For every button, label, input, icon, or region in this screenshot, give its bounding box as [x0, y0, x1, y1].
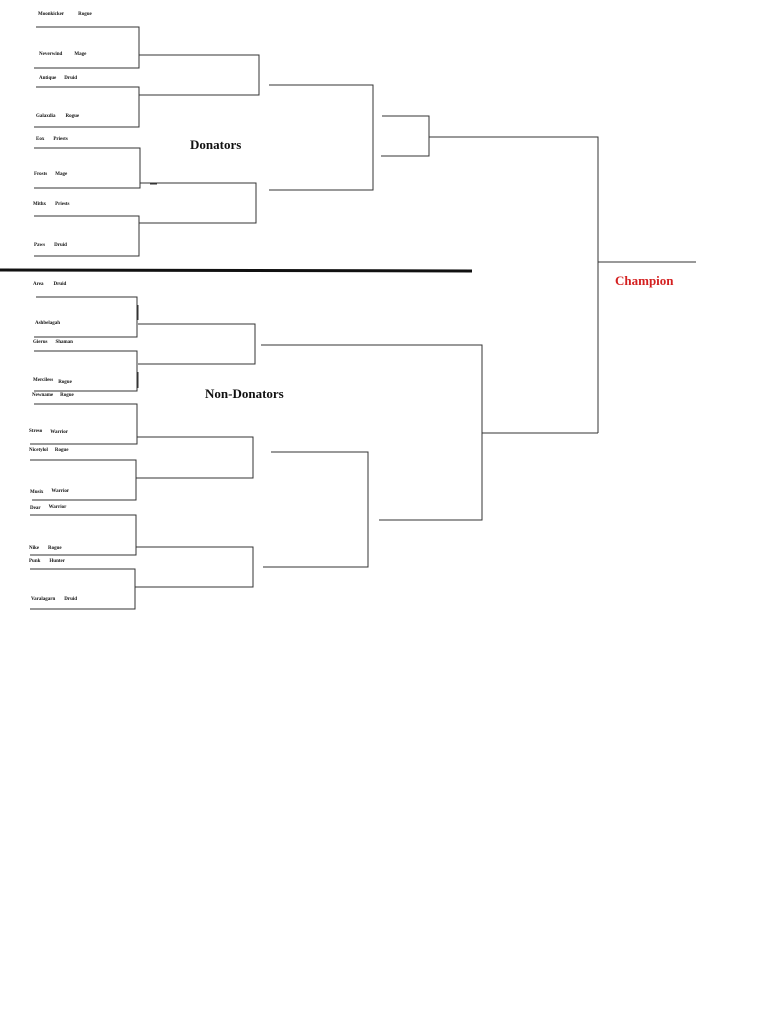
non-donators-heading: Non-Donators: [205, 386, 284, 401]
participant-label: Varalagarn Druid: [31, 597, 77, 603]
participant-class: Rogue: [48, 546, 62, 551]
participant-class: Rogue: [60, 393, 74, 398]
bracket-connector: [139, 54, 260, 96]
participant-label: Frosts Mage: [34, 172, 67, 178]
participant-name: Punk: [29, 559, 41, 564]
bracket-connector: [30, 459, 137, 501]
participant-name: Nicetylol: [29, 448, 48, 453]
participant-name: Musix: [30, 490, 44, 495]
bracket-connector: [136, 436, 254, 479]
participant-label: Ashbelagah: [35, 321, 66, 327]
participant-name: Moonkicker: [38, 12, 65, 17]
bracket-connector: [139, 182, 257, 224]
participant-label: Neverwind Mage: [39, 52, 86, 58]
participant-class: Mage: [74, 52, 87, 57]
participant-label: Newname Rogue: [32, 393, 74, 399]
participant-name: Antique: [39, 76, 57, 81]
bracket-connector: [30, 568, 136, 610]
bracket-connector: [34, 147, 141, 189]
participant-label: Streso Warrior: [29, 429, 68, 435]
bracket-connector: [135, 546, 254, 588]
participant-class: Warrior: [48, 505, 67, 510]
participant-name: Gierus: [33, 340, 48, 345]
participant-name: Varalagarn: [31, 597, 56, 602]
participant-name: Merciless: [33, 378, 54, 383]
bracket-connector: [429, 136, 599, 433]
champion-heading: Champion: [615, 273, 674, 288]
participant-label: Gierus Shaman: [33, 340, 73, 346]
participant-class: Hunter: [49, 559, 65, 564]
bracket-connector: [30, 403, 138, 445]
bracket-connector: [138, 323, 256, 365]
participant-label: Area Druid: [33, 282, 66, 288]
participant-class: Mage: [55, 172, 68, 177]
participant-label: Galaxdia Rogue: [36, 114, 79, 120]
participant-name: Frosts: [34, 172, 48, 177]
participant-class: Warrior: [50, 430, 69, 435]
participant-name: Nike: [29, 546, 39, 551]
donators-heading: Donators: [190, 137, 242, 152]
participant-label: Nike Rogue: [29, 546, 62, 552]
bracket-connector: [34, 26, 140, 69]
bracket-connector: [34, 215, 140, 257]
participant-class: Shaman: [55, 340, 73, 345]
participant-name: Newname: [32, 393, 54, 398]
participant-name: Mithx: [33, 202, 47, 207]
participant-label: Nicetylol Rogue: [29, 448, 69, 454]
bracket-connector: [30, 514, 137, 556]
bracket-connector: [34, 350, 138, 392]
participant-label: Antique Druid: [39, 76, 77, 82]
bracket-connector: [263, 451, 369, 568]
bracket-connector: [34, 86, 140, 128]
bracket-connector: [261, 344, 483, 521]
participant-class: Rogue: [54, 448, 69, 453]
participant-class: Druid: [53, 282, 67, 287]
participant-label: Moonkicker Rogue: [38, 12, 92, 18]
bracket-connector: [269, 84, 374, 191]
participant-name: Area: [33, 282, 44, 287]
section-divider: [0, 268, 473, 273]
participant-label: Dear Warrior: [30, 505, 67, 512]
bracket-connector: [381, 115, 430, 157]
participant-label: Eox Priests: [36, 137, 68, 143]
participant-name: Ashbelagah: [35, 321, 61, 326]
participant-class: Priests: [55, 202, 70, 207]
participant-class: Priests: [53, 137, 68, 142]
participant-class: Warrior: [51, 489, 70, 494]
participant-class: Rogue: [58, 380, 72, 385]
participant-name: Galaxdia: [36, 114, 56, 119]
participant-class: Rogue: [78, 12, 92, 17]
participant-label: Mithx Priests: [33, 202, 70, 208]
participant-label: Paws Druid: [34, 243, 67, 249]
participant-class: Rogue: [65, 114, 80, 119]
participant-name: Streso: [29, 429, 43, 434]
participant-label: Musix Warrior: [30, 489, 70, 496]
participant-name: Neverwind: [39, 52, 63, 57]
participant-label: Punk Hunter: [29, 559, 65, 565]
participant-class: Druid: [54, 243, 67, 248]
bracket-connector: [34, 296, 138, 338]
participant-name: Paws: [34, 243, 46, 248]
participant-name: Dear: [30, 506, 41, 511]
participant-label: Merciless Rogue: [33, 378, 72, 385]
participant-name: Eox: [36, 137, 45, 142]
participant-class: Druid: [64, 76, 78, 81]
participant-class: Druid: [64, 597, 78, 602]
